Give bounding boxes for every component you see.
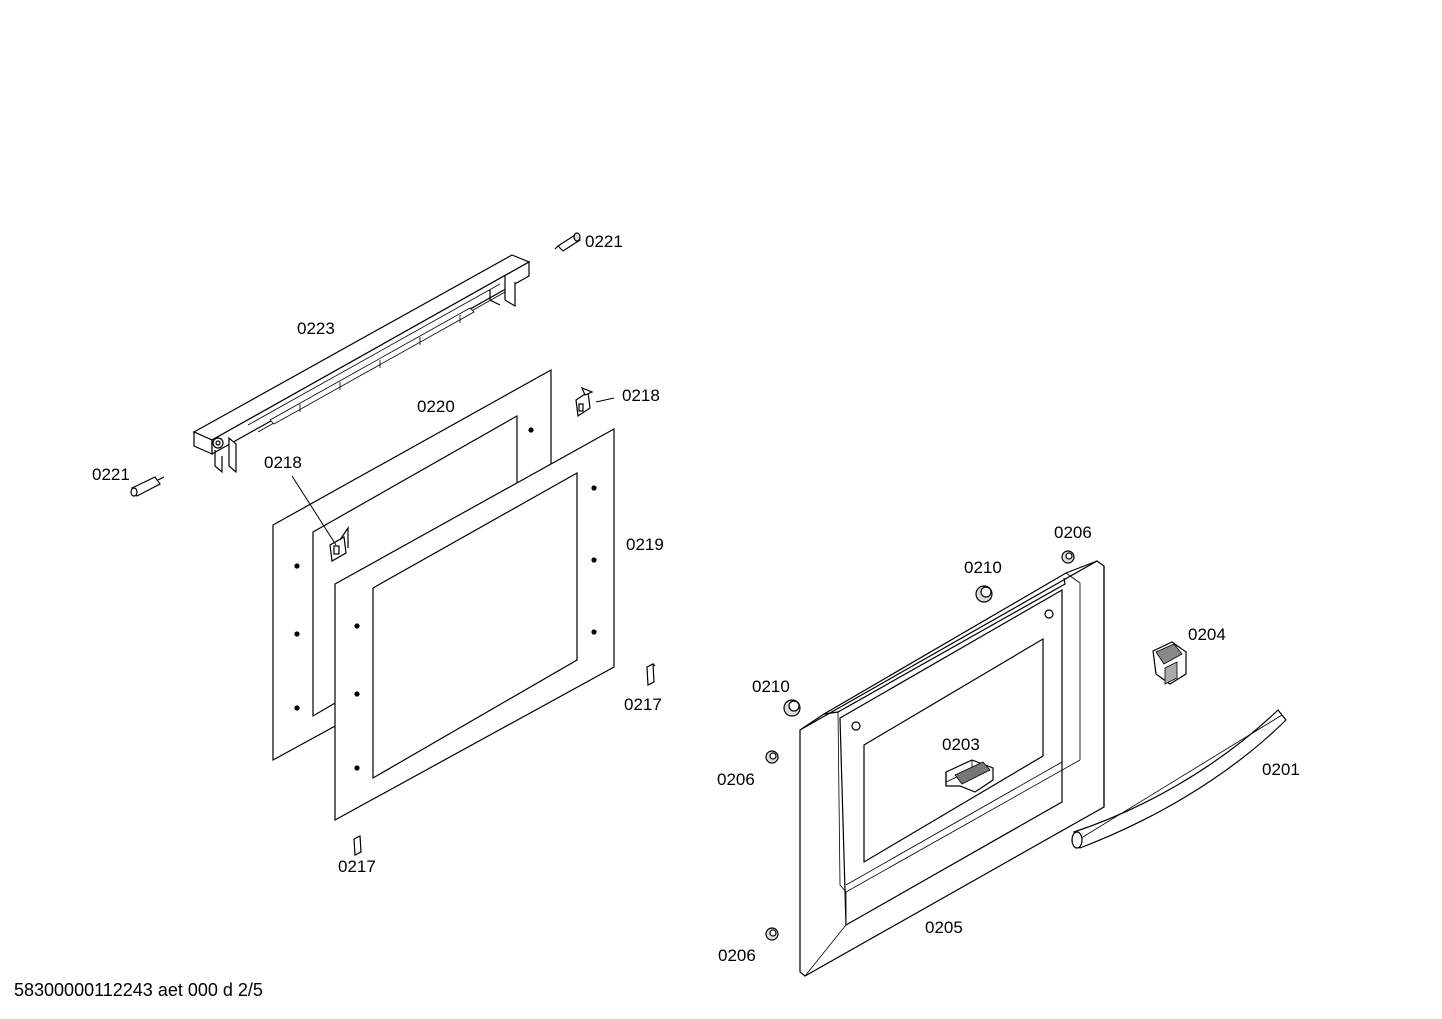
label-0205: 0205 [925, 918, 963, 937]
label-0217-bottom: 0217 [338, 857, 376, 876]
label-0201: 0201 [1262, 760, 1300, 779]
label-0210-left: 0210 [752, 677, 790, 696]
glass-pane-0219 [334, 427, 615, 822]
label-0206-top: 0206 [1054, 523, 1092, 542]
label-0210-top: 0210 [964, 558, 1002, 577]
clip-0218-right [575, 386, 594, 418]
label-0218-right: 0218 [622, 386, 660, 405]
screw-0206-mid [765, 750, 779, 764]
pin-0221-left [130, 476, 165, 497]
end-cap-0204 [1152, 641, 1187, 685]
label-0219: 0219 [626, 535, 664, 554]
label-0203: 0203 [942, 735, 980, 754]
drawing-reference-number: 58300000112243 aet 000 d 2/5 [14, 980, 263, 1000]
label-0218-left: 0218 [264, 453, 302, 472]
screw-0206-bottom [765, 927, 779, 941]
clip-0218-left [329, 526, 349, 562]
label-0221-top: 0221 [585, 232, 623, 251]
label-0204: 0204 [1188, 625, 1226, 644]
top-rail-0223 [192, 254, 531, 474]
block-0217-bottom [353, 835, 362, 856]
label-0217-right: 0217 [624, 695, 662, 714]
door-panel-0205 [799, 560, 1105, 977]
spacer-0210-left [783, 699, 801, 717]
leader-0218-left [291, 475, 337, 546]
label-0221-left: 0221 [92, 465, 130, 484]
spacer-0210-top [975, 585, 993, 603]
bracket-0203 [945, 759, 994, 793]
leader-0218-right [595, 397, 615, 403]
label-0223: 0223 [297, 319, 335, 338]
block-0217-right [646, 663, 656, 686]
label-0206-bottom: 0206 [718, 946, 756, 965]
label-0220: 0220 [417, 397, 455, 416]
label-0206-mid: 0206 [717, 770, 755, 789]
screw-0206-top [1061, 550, 1075, 564]
handle-bar-0201 [1071, 709, 1287, 849]
pin-0221-top [554, 232, 581, 252]
